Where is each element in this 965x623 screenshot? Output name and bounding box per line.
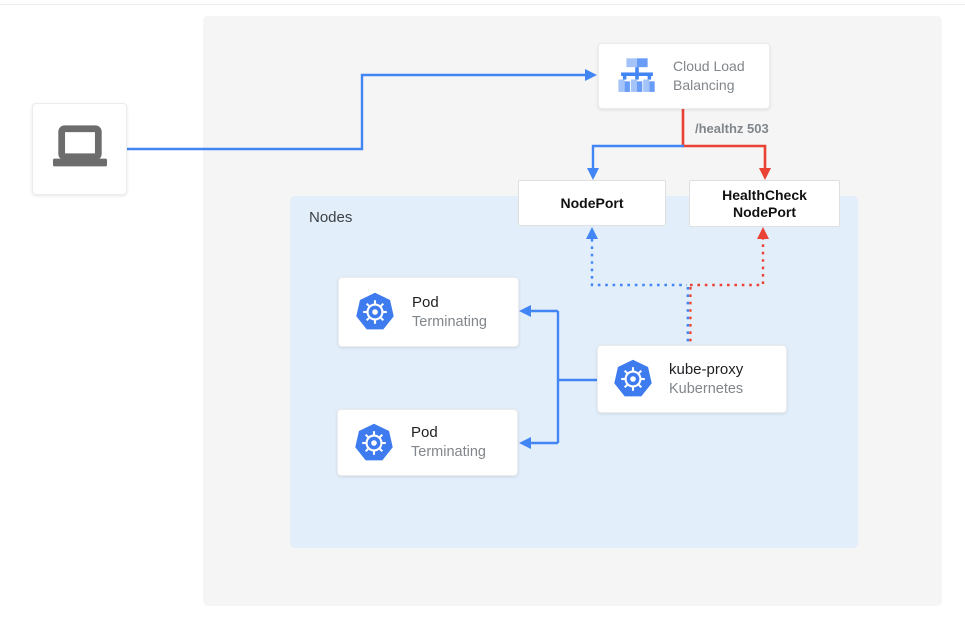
nodeport-label: NodePort [560, 194, 624, 211]
client-card [32, 103, 127, 195]
kubernetes-icon [353, 291, 397, 333]
kubernetes-icon [352, 422, 396, 464]
nodeport-box: NodePort [518, 180, 666, 226]
pod-card-2: Pod Terminating [337, 409, 518, 476]
kubernetes-icon [611, 358, 655, 400]
kube-proxy-subtitle: Kubernetes [669, 380, 744, 397]
pod1-status: Terminating [412, 313, 487, 330]
cloud-load-balancing-card: Cloud Load Balancing [598, 43, 770, 109]
nodes-panel-label: Nodes [309, 209, 353, 226]
pod2-status: Terminating [411, 444, 486, 460]
laptop-icon [49, 122, 111, 176]
kube-proxy-title: kube-proxy [669, 360, 744, 378]
load-balancer-icon [614, 55, 660, 97]
healthcheck-nodeport-box: HealthCheck NodePort [689, 180, 840, 227]
top-divider [0, 4, 965, 5]
cloud-load-balancing-label: Cloud Load Balancing [673, 58, 745, 93]
healthcheck-label-line2: NodePort [733, 203, 796, 220]
pod1-title: Pod [412, 293, 439, 311]
kube-proxy-card: kube-proxy Kubernetes [597, 345, 787, 413]
healthz-503-label: /healthz 503 [695, 121, 769, 136]
healthcheck-label-line1: HealthCheck [722, 186, 807, 203]
pod-card-1: Pod Terminating [338, 277, 519, 347]
pod2-title: Pod [411, 424, 438, 441]
